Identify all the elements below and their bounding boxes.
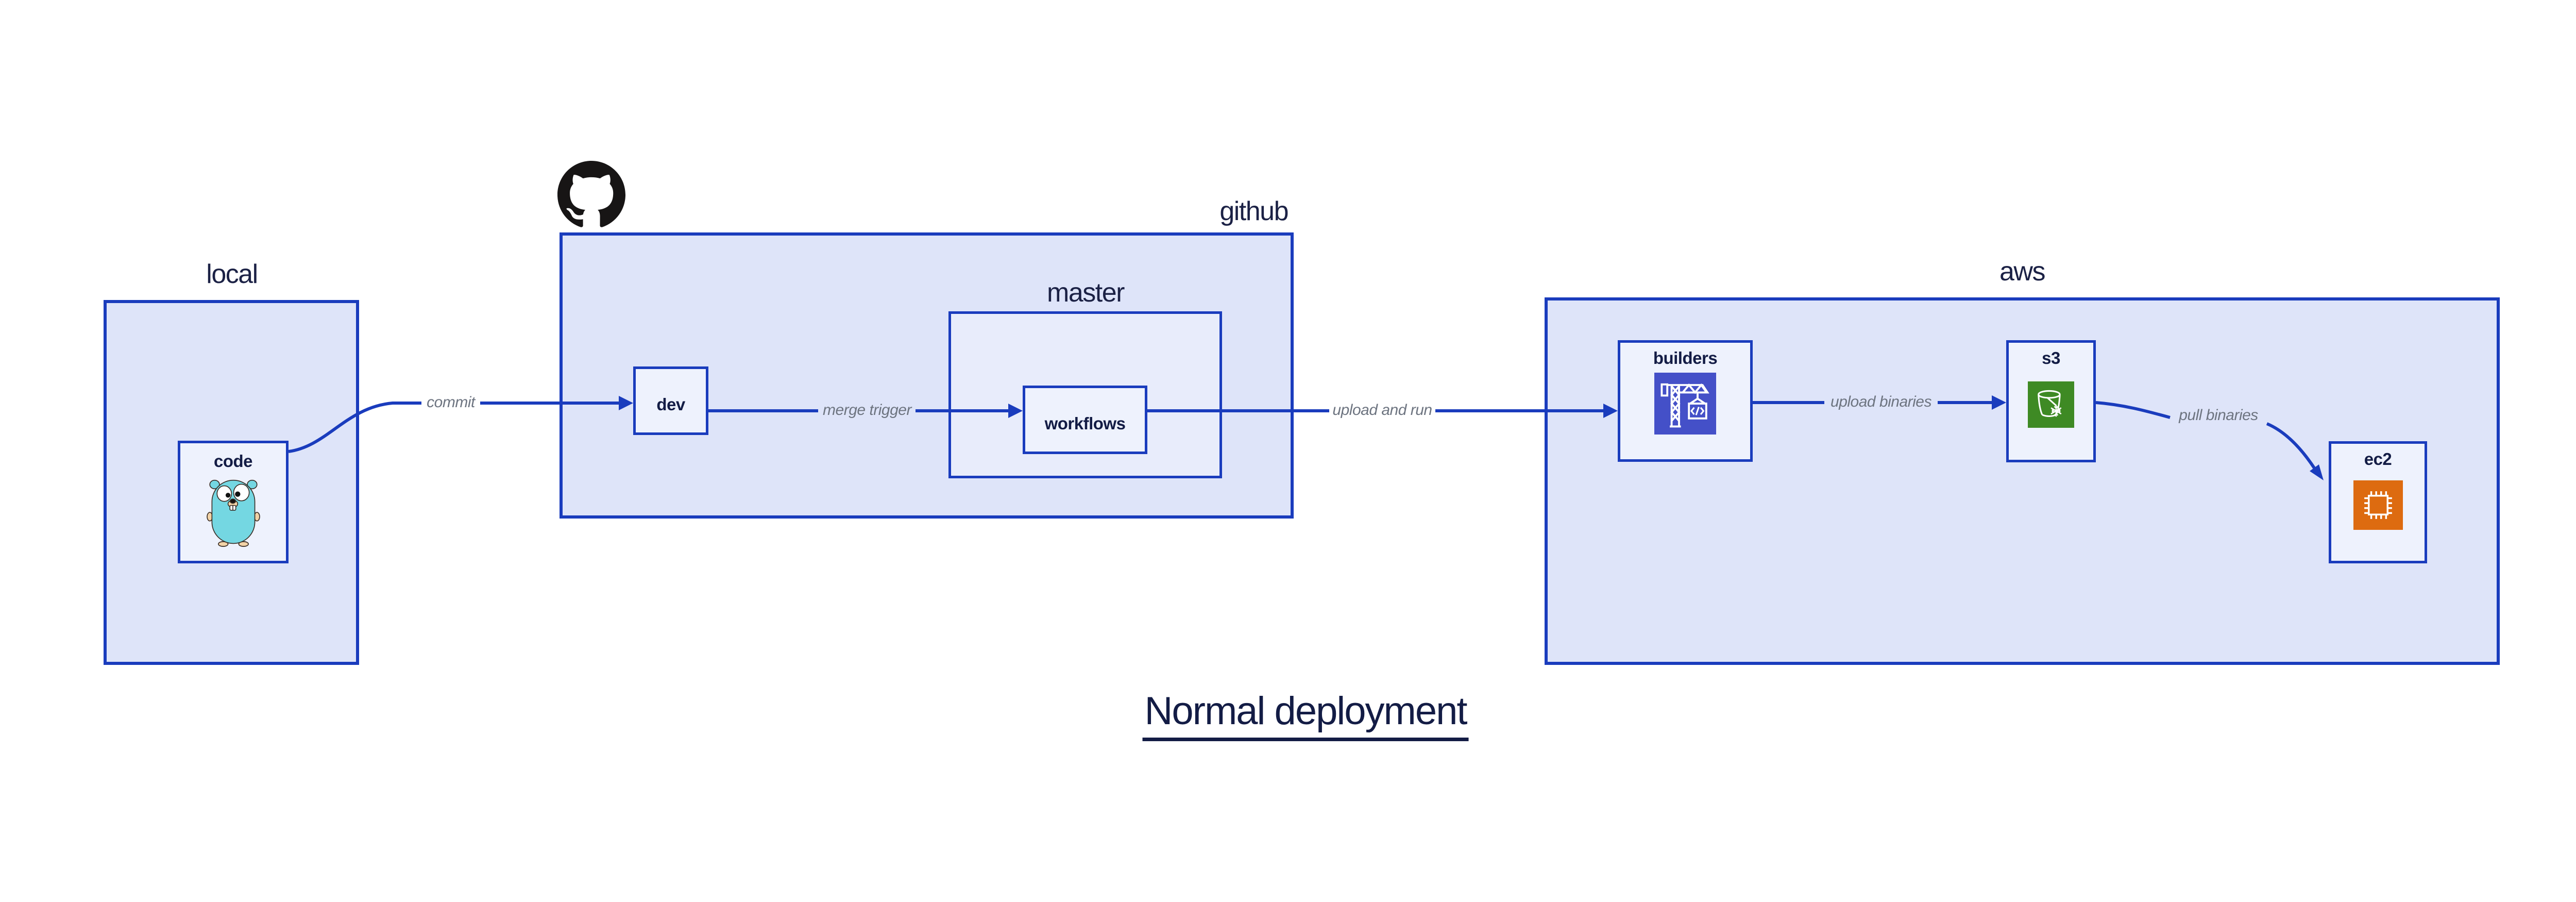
node-code-label: code: [213, 452, 253, 471]
edge-label-pull-binaries: pull binaries: [2179, 407, 2258, 424]
node-s3-label: s3: [2042, 348, 2060, 368]
diagram-title: Normal deployment: [1142, 689, 1469, 741]
node-builders-label: builders: [1653, 348, 1718, 368]
aws-s3-bucket-icon: [2028, 381, 2074, 428]
edge-label-merge-trigger: merge trigger: [823, 402, 911, 419]
node-code: code: [178, 441, 289, 563]
master-group-label: master: [1047, 278, 1125, 308]
github-group-label: github: [1219, 196, 1289, 226]
edge-label-commit: commit: [427, 394, 475, 411]
go-gopher-icon: [206, 479, 260, 547]
edge-label-upload-and-run: upload and run: [1332, 402, 1432, 419]
node-workflows: workflows: [1023, 386, 1147, 454]
github-octocat-icon: [557, 161, 625, 227]
node-s3: s3: [2006, 340, 2096, 462]
node-dev: dev: [633, 366, 708, 435]
local-group-label: local: [206, 259, 258, 289]
node-ec2: ec2: [2329, 441, 2427, 563]
node-workflows-label: workflows: [1044, 414, 1126, 433]
aws-codebuild-icon: [1654, 373, 1716, 435]
node-builders: builders: [1618, 340, 1753, 462]
node-ec2-label: ec2: [2364, 449, 2392, 469]
node-dev-label: dev: [656, 395, 685, 414]
aws-group-label: aws: [1999, 257, 2045, 287]
aws-ec2-chip-icon: [2353, 480, 2403, 530]
edge-label-upload-binaries: upload binaries: [1831, 393, 1931, 410]
